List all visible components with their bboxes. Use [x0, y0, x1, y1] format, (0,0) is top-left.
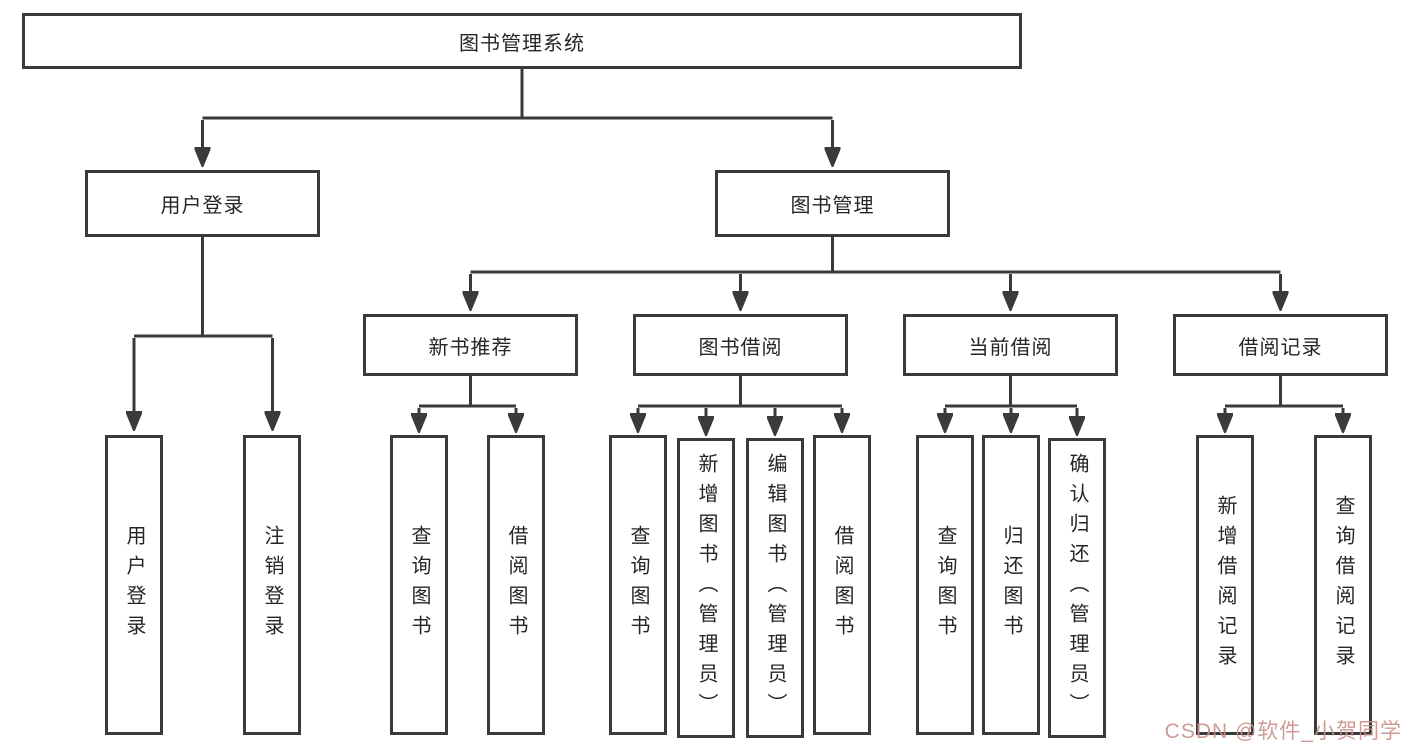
node-label: 新书推荐: [428, 336, 513, 359]
leaf-bb-add-books-admin: 新增图书（管理员）: [677, 438, 735, 738]
leaf-logout-login: 注销登录: [243, 435, 301, 735]
leaf-bb-borrow-books: 借阅图书: [813, 435, 871, 735]
leaf-label: 查询借阅记录: [1332, 495, 1354, 675]
node-label: 借阅记录: [1238, 336, 1323, 359]
node-label: 用户登录: [160, 195, 245, 217]
leaf-label: 借阅图书: [831, 525, 853, 645]
node-library-system-root: 图书管理系统: [22, 13, 1022, 69]
leaf-label: 查询图书: [934, 525, 956, 645]
node-book-borrow: 图书借阅: [633, 314, 848, 376]
leaf-label: 编辑图书（管理员）: [764, 453, 786, 723]
node-book-management: 图书管理: [715, 170, 950, 237]
leaf-label: 注销登录: [261, 525, 283, 645]
leaf-label: 用户登录: [123, 525, 145, 645]
node-label: 当前借阅: [968, 336, 1053, 359]
leaf-user-login: 用户登录: [105, 435, 163, 735]
leaf-label: 确认归还（管理员）: [1066, 453, 1088, 723]
node-current-borrow: 当前借阅: [903, 314, 1118, 376]
node-borrow-records: 借阅记录: [1173, 314, 1388, 376]
leaf-label: 归还图书: [1000, 525, 1022, 645]
leaf-label: 查询图书: [627, 525, 649, 645]
leaf-br-query-borrow-record: 查询借阅记录: [1314, 435, 1372, 735]
leaf-cb-query-books: 查询图书: [916, 435, 974, 735]
leaf-bb-edit-books-admin: 编辑图书（管理员）: [746, 438, 804, 738]
node-new-book-recommend: 新书推荐: [363, 314, 578, 376]
node-label: 图书借阅: [698, 336, 783, 359]
leaf-label: 借阅图书: [505, 525, 527, 645]
leaf-label: 新增借阅记录: [1214, 495, 1236, 675]
leaf-cb-return-books: 归还图书: [982, 435, 1040, 735]
csdn-watermark: CSDN @软件_小贺同学: [1164, 720, 1402, 743]
leaf-bb-query-books: 查询图书: [609, 435, 667, 735]
node-label: 图书管理: [790, 195, 875, 217]
node-label: 图书管理系统: [459, 32, 585, 55]
leaf-nr-borrow-books: 借阅图书: [487, 435, 545, 735]
leaf-nr-query-books: 查询图书: [390, 435, 448, 735]
node-user-login: 用户登录: [85, 170, 320, 237]
leaf-label: 查询图书: [408, 525, 430, 645]
leaf-label: 新增图书（管理员）: [695, 453, 717, 723]
leaf-br-add-borrow-record: 新增借阅记录: [1196, 435, 1254, 735]
leaf-cb-confirm-return-admin: 确认归还（管理员）: [1048, 438, 1106, 738]
